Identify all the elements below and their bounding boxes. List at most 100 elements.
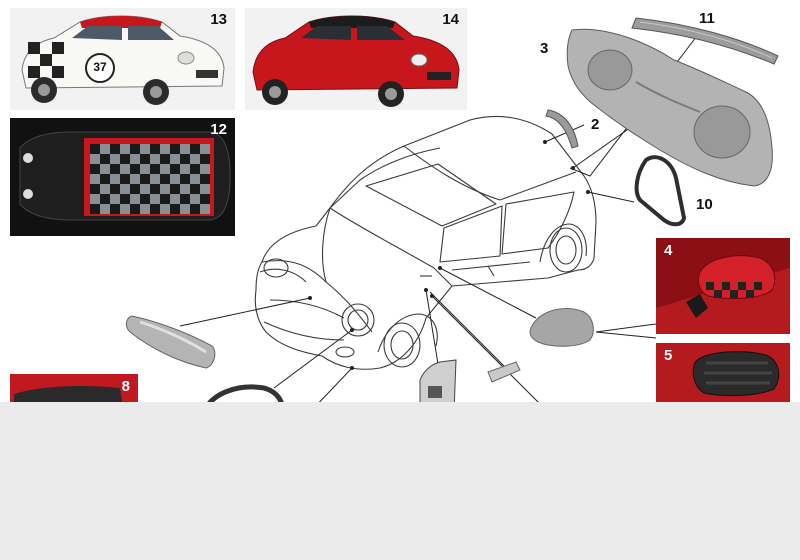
checker-square — [180, 154, 190, 164]
checker-square — [150, 164, 160, 174]
callout-part-2: 2 — [591, 116, 600, 133]
checker-square — [120, 144, 130, 154]
checker-square — [150, 174, 160, 184]
checker-square — [100, 204, 110, 214]
checker-square — [140, 184, 150, 194]
checker-square — [90, 144, 100, 154]
checker-square — [170, 184, 180, 194]
checker-square — [170, 164, 180, 174]
checker-square — [120, 184, 130, 194]
checker-square — [90, 164, 100, 174]
leader-dots — [308, 140, 590, 370]
checker-square — [200, 184, 210, 194]
checker-square — [130, 154, 140, 164]
checker-square — [140, 164, 150, 174]
hood-scoop-trim — [125, 315, 216, 369]
checker-square — [140, 144, 150, 154]
photo-12-badge: 12 — [210, 121, 227, 138]
checker-square — [120, 194, 130, 204]
checker-square — [100, 184, 110, 194]
checker-square — [180, 164, 190, 174]
callout-part-11: 11 — [699, 10, 715, 27]
checker-square — [90, 194, 100, 204]
checker-square — [160, 184, 170, 194]
checker-square — [150, 144, 160, 154]
checker-square — [180, 184, 190, 194]
checker-square — [150, 194, 160, 204]
indicator-lens — [487, 361, 521, 383]
checker-square — [180, 194, 190, 204]
mirror-cap — [529, 308, 594, 347]
checker-square — [110, 144, 120, 154]
checker-square — [170, 154, 180, 164]
checker-square — [200, 154, 210, 164]
checker-square — [110, 174, 120, 184]
photo-12-checkered-roof: 12 — [10, 118, 235, 236]
checker-square — [130, 194, 140, 204]
checker-square — [180, 144, 190, 154]
checker-square — [170, 174, 180, 184]
checker-square — [150, 184, 160, 194]
checker-square — [160, 194, 170, 204]
checker-square — [190, 164, 200, 174]
checker-square — [140, 204, 150, 214]
checker-square — [120, 154, 130, 164]
checker-square — [170, 194, 180, 204]
checker-square — [170, 144, 180, 154]
checker-square — [160, 144, 170, 154]
checker-square — [160, 154, 170, 164]
checker-square — [110, 194, 120, 204]
masked-region — [0, 402, 800, 560]
checker-square — [110, 154, 120, 164]
checker-square — [200, 174, 210, 184]
photo-14-red-car: 14 — [245, 8, 467, 110]
photo-8-hood-scoop: 8 — [10, 374, 138, 402]
checker-square — [190, 204, 200, 214]
checker-square — [100, 144, 110, 154]
checker-square — [190, 194, 200, 204]
photo-4-red-mirror: 4 — [656, 238, 790, 334]
checker-square — [90, 174, 100, 184]
rear-diffuser — [566, 28, 773, 187]
checker-square — [110, 184, 120, 194]
photo-13-badge: 13 — [210, 11, 227, 28]
checker-square — [90, 154, 100, 164]
rear-spoiler-strip — [631, 17, 779, 65]
checker-square — [160, 204, 170, 214]
checker-square — [140, 194, 150, 204]
checker-square — [180, 204, 190, 214]
checker-square — [130, 164, 140, 174]
checker-square — [130, 144, 140, 154]
checker-square — [140, 154, 150, 164]
checker-square — [190, 144, 200, 154]
checker-square — [120, 174, 130, 184]
checker-square — [90, 184, 100, 194]
photo-4-badge: 4 — [664, 242, 673, 259]
photo-8-badge: 8 — [121, 378, 130, 395]
checker-square — [100, 154, 110, 164]
checker-square — [90, 204, 100, 214]
reflector-trim — [545, 109, 579, 149]
checker-square — [110, 204, 120, 214]
car-outline-drawing — [254, 115, 597, 370]
checker-square — [150, 204, 160, 214]
checkered-pattern — [90, 144, 210, 214]
checker-square — [200, 204, 210, 214]
checker-square — [130, 184, 140, 194]
checker-square — [140, 174, 150, 184]
checker-square — [190, 174, 200, 184]
callout-part-10: 10 — [696, 196, 713, 213]
race-number-label: 37 — [93, 60, 107, 74]
checker-square — [100, 194, 110, 204]
checker-square — [130, 174, 140, 184]
checker-square — [100, 174, 110, 184]
checker-square — [180, 174, 190, 184]
checker-square — [130, 204, 140, 214]
side-scuttle — [419, 359, 457, 413]
tail-light-ring — [634, 155, 687, 227]
checker-square — [120, 164, 130, 174]
checker-square — [200, 144, 210, 154]
callout-part-3: 3 — [540, 40, 549, 57]
